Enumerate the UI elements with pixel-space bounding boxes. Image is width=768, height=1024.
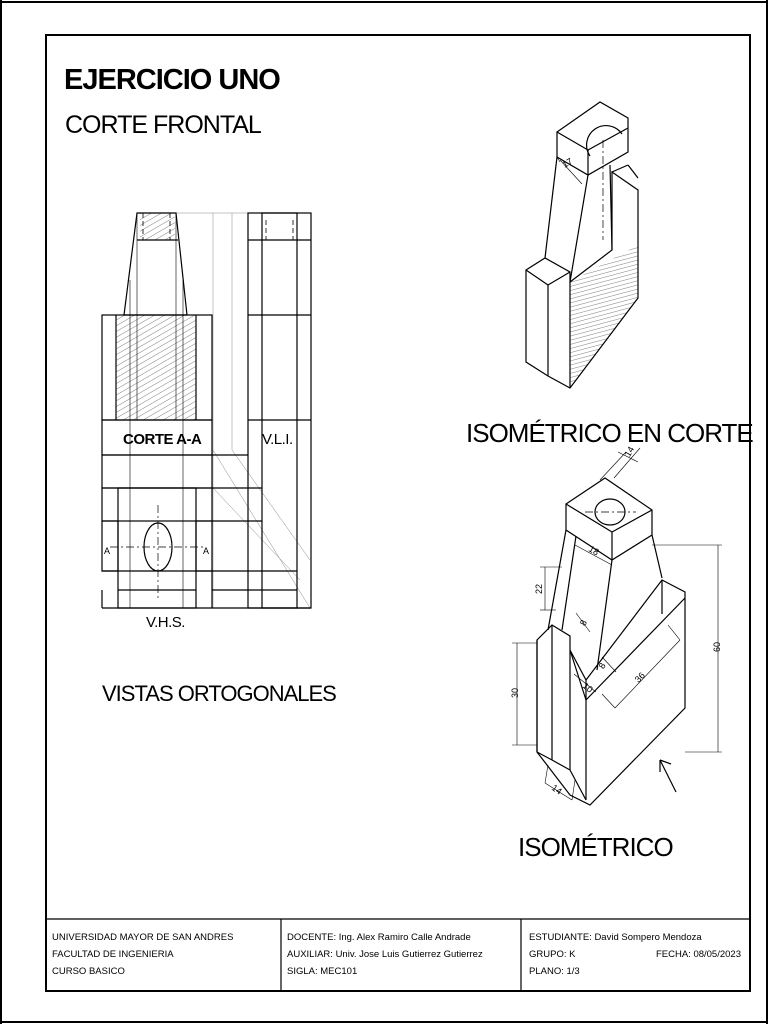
dim-8-upper: 8 (578, 618, 589, 627)
tb-teacher: DOCENTE: Ing. Alex Ramiro Calle Andrade (287, 932, 471, 943)
iso-section-label: ISOMÉTRICO EN CORTE (466, 418, 753, 448)
left-view: V.L.I. (212, 212, 312, 609)
dim-22: 22 (534, 584, 544, 594)
tb-university: UNIVERSIDAD MAYOR DE SAN ANDRES (52, 932, 233, 943)
dim-17: 17 (561, 156, 575, 170)
dim-18: 18 (587, 544, 601, 558)
isometric-drawing: 14 18 22 8 8 10 36 60 30 14 (510, 445, 722, 806)
page-title: EJERCICIO UNO (64, 64, 280, 96)
isometric-label: ISOMÉTRICO (518, 832, 673, 862)
title-block: UNIVERSIDAD MAYOR DE SAN ANDRES FACULTAD… (46, 918, 750, 991)
tb-assistant: AUXILIAR: Univ. Jose Luis Gutierrez Guti… (287, 949, 483, 960)
dim-14-bottom: 14 (550, 783, 564, 797)
dim-10: 10 (581, 681, 595, 695)
cut-mark-left: A (104, 546, 110, 556)
tb-sheet: PLANO: 1/3 (529, 966, 580, 977)
tb-code: SIGLA: MEC101 (287, 966, 357, 977)
tb-group: GRUPO: K (529, 949, 576, 960)
left-view-label: V.L.I. (262, 431, 293, 448)
top-view-label: V.H.S. (146, 614, 185, 631)
dim-30: 30 (510, 688, 520, 698)
section-view-a-a: CORTE A-A A A V.H.S. (101, 212, 311, 631)
page-subtitle: CORTE FRONTAL (65, 111, 262, 139)
orthogonal-views-label: VISTAS ORTOGONALES (102, 681, 336, 706)
isometric-section-drawing: 17 (525, 101, 639, 389)
tb-date: FECHA: 08/05/2023 (656, 949, 741, 960)
tb-course: CURSO BASICO (52, 966, 125, 977)
cut-mark-right: A (203, 546, 209, 556)
tb-faculty: FACULTAD DE INGENIERIA (52, 949, 174, 960)
drawing-frame (45, 34, 751, 992)
dim-14-top: 14 (623, 445, 637, 459)
dim-8-lower: 8 (597, 661, 608, 670)
dim-36: 36 (633, 670, 647, 684)
section-label: CORTE A-A (123, 431, 202, 448)
dim-60: 60 (712, 642, 722, 652)
tb-student: ESTUDIANTE: David Sompero Mendoza (529, 932, 702, 943)
